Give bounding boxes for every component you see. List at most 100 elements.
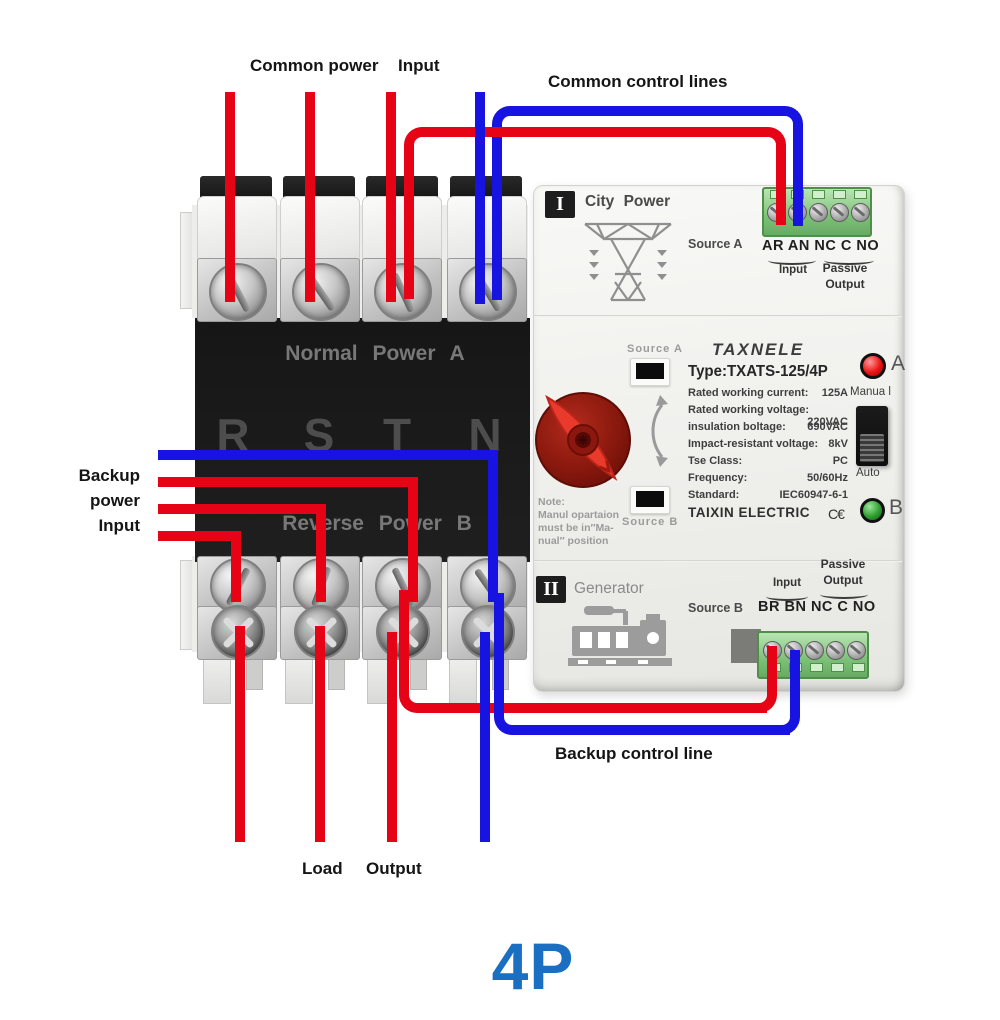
- terminal-screw-nc2: [805, 641, 824, 660]
- double-curved-arrow-icon: [651, 395, 668, 467]
- wire-backup-control-red: [399, 590, 767, 713]
- led-source-a: [860, 353, 886, 379]
- pole-count-logo: 4P: [491, 929, 575, 1003]
- spec-row: Rated working voltage:220VAC: [688, 404, 848, 428]
- spec-value: 220VAC: [807, 416, 848, 428]
- wire-load-neutral: [480, 632, 490, 842]
- terminal-screw-nc: [809, 203, 828, 222]
- terminal-tower: [197, 196, 277, 270]
- note-line-2: Manul opartaion: [538, 509, 620, 521]
- wire-common-control-blue: [492, 106, 803, 226]
- source-a-indicator-window: [630, 358, 670, 386]
- maker-name: TAIXIN ELECTRIC: [688, 505, 810, 520]
- wire-common-power-neutral: [475, 92, 485, 304]
- terminal-screw: [374, 263, 432, 321]
- wire-load-3: [387, 632, 397, 842]
- spec-value: PC: [832, 455, 848, 467]
- wire-backup-2-v: [316, 504, 326, 602]
- spec-label: Standard:: [688, 489, 740, 501]
- source-b-label: Source B: [688, 601, 743, 615]
- passive-label-b: Passive: [820, 557, 866, 571]
- label-load: Load: [302, 859, 343, 878]
- wire-common-power-1: [225, 92, 235, 302]
- spec-label: Frequency:: [688, 472, 748, 484]
- terminal-screw: [292, 263, 350, 321]
- terminal-tab: [812, 190, 825, 199]
- wire-common-control-red-leg: [404, 215, 414, 299]
- spec-row: Impact-resistant voltage:8kV: [688, 438, 848, 454]
- wire-backup-1-v: [408, 477, 418, 602]
- brand-logo: TAXNELE: [711, 340, 805, 359]
- wire-backup-neutral-h: [158, 450, 498, 460]
- wire-backup-neutral-v: [488, 450, 498, 602]
- terminal-tab: [810, 663, 823, 672]
- spec-value: 125A: [821, 387, 848, 399]
- wire-common-power-3: [386, 92, 396, 302]
- connector-recess: [731, 629, 761, 663]
- wire-load-2: [315, 626, 325, 842]
- source-b-window-label: Source B: [622, 516, 679, 528]
- wire-backup-control-blue: [494, 593, 790, 735]
- wire-load-1: [235, 626, 245, 842]
- red-rotary-handle-icon: [535, 392, 631, 488]
- terminal-tab: [852, 663, 865, 672]
- transmission-tower-icon: [584, 222, 672, 302]
- spec-row: insulation boltage:690VAC: [688, 421, 848, 437]
- output-label-b: Output: [823, 573, 863, 587]
- breaker-front-panel: [195, 318, 530, 562]
- wire-backup-control-red-leg: [690, 646, 777, 713]
- wire-backup-3-h: [158, 531, 241, 541]
- generator-icon: [568, 606, 672, 666]
- city-power-title: City Power: [585, 193, 671, 210]
- input-label-b: Input: [772, 577, 802, 589]
- source-a-label: Source A: [688, 237, 743, 251]
- terminal-screw: [459, 263, 517, 321]
- ce-mark: C€: [828, 506, 845, 522]
- manual-label: Manua l: [850, 386, 891, 398]
- roman-numeral-one-badge: I: [545, 191, 575, 218]
- terminal-screw-c2: [826, 641, 845, 660]
- spec-label: Rated working current:: [688, 387, 809, 399]
- brace-passive-b: [820, 590, 868, 599]
- wire-common-power-2: [305, 92, 315, 302]
- terminal-tab: [831, 663, 844, 672]
- led-source-b: [860, 498, 885, 523]
- wire-backup-2-h: [158, 504, 326, 514]
- spec-label: Tse Class:: [688, 455, 743, 467]
- terminal-screw: [209, 263, 267, 321]
- label-backup-power-2: power: [89, 491, 140, 510]
- label-common-control-lines: Common control lines: [548, 72, 728, 91]
- source-a-window-label: Source A: [627, 343, 683, 355]
- label-backup-power-3: Input: [98, 516, 140, 535]
- output-label-a: Output: [825, 277, 865, 291]
- panel-divider: [534, 560, 902, 562]
- label-load-output: Output: [366, 859, 422, 878]
- generator-title: Generator: [574, 580, 644, 597]
- label-backup-power-1: Backup: [78, 466, 140, 485]
- wire-backup-control-blue-leg: [700, 650, 800, 735]
- breaker-label-reverse: Reverse Power B: [282, 512, 472, 535]
- terminal-screw-no: [851, 203, 870, 222]
- wire-common-control-red: [404, 127, 786, 225]
- spec-label: Rated working voltage:: [688, 404, 810, 416]
- panel-divider: [534, 315, 902, 317]
- note-line-1: Note:: [538, 496, 565, 508]
- terminal-screw-no2: [847, 641, 866, 660]
- terminal-tab: [833, 190, 846, 199]
- spec-row: Rated working current: 125A: [688, 387, 848, 403]
- spec-row: Standard:IEC60947-6-1: [688, 489, 848, 505]
- led-b-letter: B: [889, 496, 904, 519]
- spec-row: Frequency:50/60Hz: [688, 472, 848, 488]
- led-a-letter: A: [891, 352, 906, 375]
- terminal-markings-a: AR AN NC C NO: [762, 238, 880, 254]
- manual-auto-switch: [856, 406, 888, 466]
- wire-backup-1-h: [158, 477, 418, 487]
- spec-value: 8kV: [828, 438, 848, 450]
- input-label-a: Input: [778, 264, 808, 276]
- auto-label: Auto: [856, 467, 880, 479]
- breaker-label-normal: Normal Power A: [285, 342, 465, 365]
- label-backup-control-line: Backup control line: [555, 744, 713, 763]
- label-common-power-input: Input: [398, 56, 440, 75]
- note-line-3: must be in″Ma-: [538, 522, 614, 534]
